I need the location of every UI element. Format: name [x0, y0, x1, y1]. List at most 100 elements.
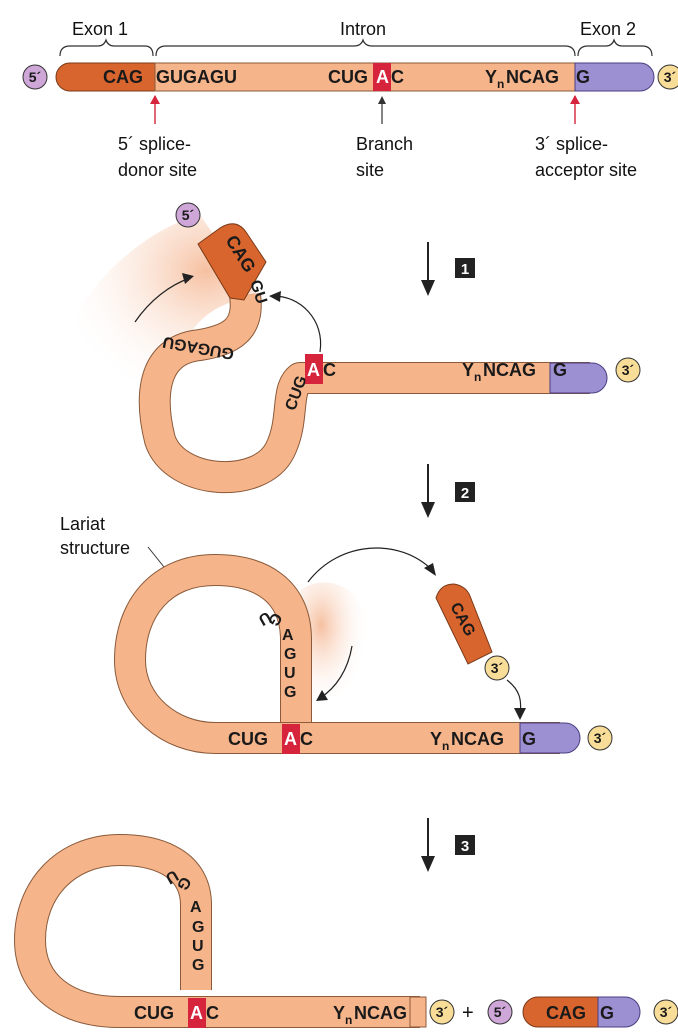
step3-loop-g2: G	[192, 919, 204, 936]
step3-product-exon2-seq: G	[600, 1003, 614, 1023]
lariat-label-line2: structure	[60, 538, 130, 558]
step3-product-three-prime	[653, 999, 678, 1025]
exon2-segment	[574, 62, 655, 92]
donor-label-line2: donor site	[118, 160, 197, 180]
step1-exon1	[197, 223, 267, 301]
exon2-brace	[577, 38, 653, 57]
donor-label-line1: 5´ splice-	[118, 134, 191, 154]
step3-product-exon2	[597, 996, 641, 1028]
step1-attack-arrowhead	[269, 291, 281, 302]
exon2-seq: G	[576, 67, 590, 87]
step2-exon1-three-prime-label: 3´	[491, 660, 504, 676]
five-prime-circle	[22, 64, 48, 90]
step1-five-prime	[175, 202, 201, 228]
branch-label-line2: site	[356, 160, 384, 180]
step1-attack-arrow	[271, 295, 322, 353]
step2-loop-a: A	[282, 627, 294, 644]
step2-exon1-three-prime	[484, 655, 510, 681]
step2-acceptor: NCAG	[451, 729, 504, 749]
step3-lariat	[14, 834, 420, 1028]
step3-product-five-prime	[487, 999, 513, 1025]
branch-arrowhead	[378, 96, 386, 104]
five-prime-label: 5´	[29, 69, 42, 85]
step2-yn-sub: n	[442, 739, 449, 753]
step3-plus: +	[462, 1002, 474, 1024]
step2-glow	[300, 582, 370, 705]
step3-branch-post: C	[206, 1003, 219, 1023]
step-1-indicator: 1	[421, 242, 475, 296]
exon1-segment	[55, 62, 156, 92]
step2-three-prime-label: 3´	[594, 730, 607, 746]
step2-loop-arrowhead	[316, 690, 328, 701]
step1-exon2	[549, 362, 608, 394]
step1-structure: 5´ 3´ CAG GU GUGAGU CUG A C Y n NCAG G	[50, 202, 641, 494]
step1-donor-seq-a: GU	[246, 278, 270, 306]
step3-product-three-prime-label: 3´	[660, 1004, 673, 1020]
acceptor-label-line1: 3´ splice-	[535, 134, 608, 154]
step2-exon2	[519, 722, 581, 754]
branch-a: A	[376, 67, 389, 87]
branch-label-line1: Branch	[356, 134, 413, 154]
donor-arrowhead	[150, 95, 160, 104]
step1-five-prime-label: 5´	[182, 207, 195, 223]
branch-a-box	[373, 63, 391, 91]
pre-mrna-section: Exon 1 Intron Exon 2 5´ CAG GUGAGU CUG A…	[22, 19, 678, 180]
step3-product-exon1-seq: CAG	[546, 1003, 586, 1023]
branch-seq-post: C	[391, 67, 404, 87]
step-3-indicator: 3	[421, 818, 475, 872]
step1-yn: Y	[462, 360, 474, 380]
step1-exon2-seq: G	[553, 360, 567, 380]
step2-branch-box	[282, 724, 300, 754]
yn-seq: Y	[485, 67, 497, 87]
step1-yn-sub: n	[474, 370, 481, 384]
step3-yn-sub: n	[345, 1013, 352, 1027]
exon1-label: Exon 1	[72, 19, 128, 39]
step1-branch-box	[305, 354, 323, 384]
step-3-number: 3	[461, 838, 469, 855]
step1-acceptor: NCAG	[483, 360, 536, 380]
step2-branch-a: A	[284, 729, 297, 749]
step3-loop-g3: G	[192, 957, 204, 974]
step2-branch-post: C	[300, 729, 313, 749]
step2-three-prime	[587, 725, 613, 751]
acceptor-arrowhead	[570, 95, 580, 104]
acceptor-seq: NCAG	[506, 67, 559, 87]
acceptor-label-line2: acceptor site	[535, 160, 637, 180]
step2-loop-u2: U	[284, 665, 296, 682]
step2-structure: Lariat structure U G A G U G CUG A C Y n…	[60, 514, 613, 754]
lariat-label-line1: Lariat	[60, 514, 105, 534]
step3-acceptor: NCAG	[354, 1003, 407, 1023]
step3-yn: Y	[333, 1003, 345, 1023]
step2-ligation-arrowhead	[514, 708, 526, 720]
branch-seq-pre: CUG	[328, 67, 368, 87]
step2-branch-pre: CUG	[228, 729, 268, 749]
exon1-seq: CAG	[103, 67, 143, 87]
step3-branch-a: A	[190, 1003, 203, 1023]
intron-label: Intron	[340, 19, 386, 39]
step2-release-arrow	[307, 547, 433, 583]
step1-branch-post: C	[323, 360, 336, 380]
step1-three-prime	[615, 357, 641, 383]
step1-branch-a: A	[307, 360, 320, 380]
step3-loop-a: A	[190, 899, 202, 916]
step2-release-arrowhead	[424, 563, 436, 576]
step1-three-prime-label: 3´	[622, 362, 635, 378]
step-2-indicator: 2	[421, 464, 475, 518]
step3-branch-box	[188, 998, 206, 1028]
step3-intron-three-prime	[429, 999, 455, 1025]
step3-intron-end	[409, 996, 427, 1028]
exon1-brace	[59, 38, 154, 57]
step1-glow	[50, 215, 258, 400]
step3-loop-u2: U	[192, 938, 204, 955]
step3-structure: U G A G U G CUG A C Y n NCAG 3´ + 5´ CAG…	[14, 834, 678, 1028]
step3-product-five-prime-label: 5´	[494, 1004, 507, 1020]
step-1-number: 1	[461, 261, 469, 278]
intron-brace	[155, 38, 576, 57]
step-2-number: 2	[461, 485, 469, 502]
step2-loop-g2: G	[284, 646, 296, 663]
three-prime-circle	[657, 64, 678, 90]
step2-exon1	[435, 583, 493, 665]
exon2-label: Exon 2	[580, 19, 636, 39]
rna-strand	[55, 62, 655, 92]
